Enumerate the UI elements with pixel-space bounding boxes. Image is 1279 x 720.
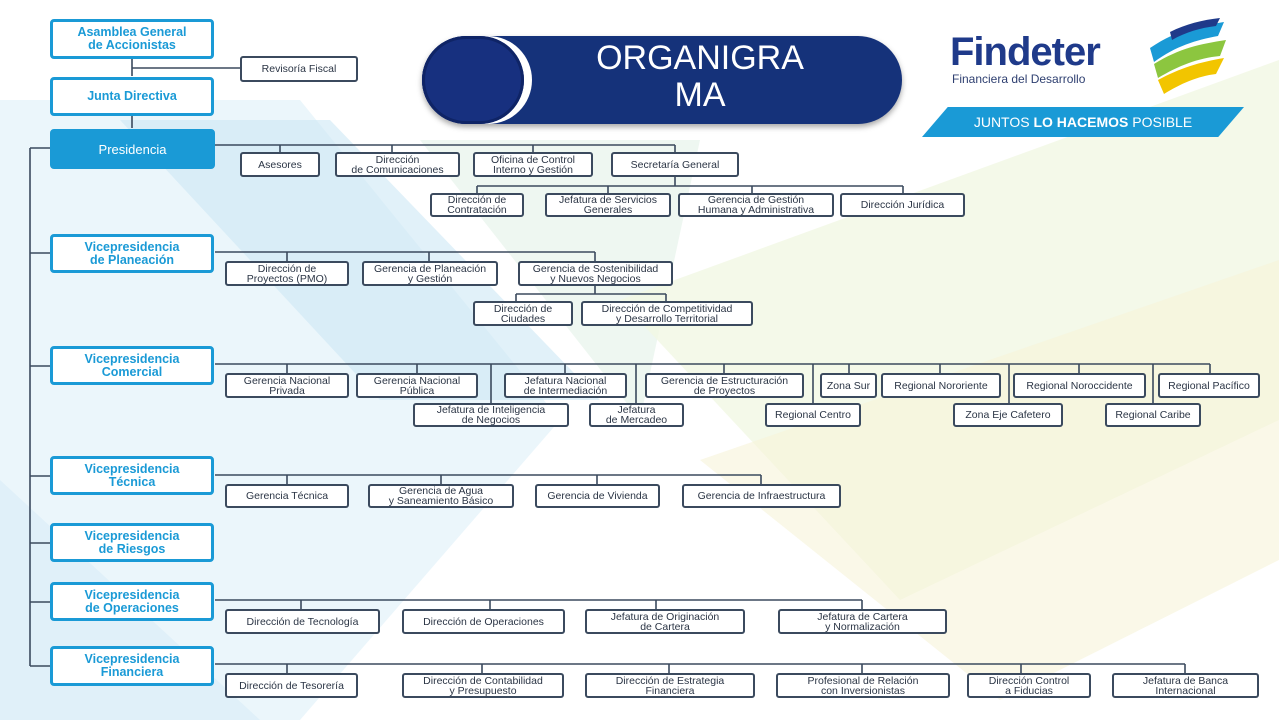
node-jefatura-originacion-cartera: Jefatura de Originación de Cartera: [585, 609, 745, 634]
node-regional-nororiente: Regional Nororiente: [881, 373, 1001, 398]
node-vp-riesgos: Vicepresidencia de Riesgos: [50, 523, 214, 562]
brand-logo-icon: [1150, 18, 1226, 94]
node-jefatura-banca-internacional: Jefatura de Banca Internacional: [1112, 673, 1259, 698]
node-regional-centro: Regional Centro: [765, 403, 861, 427]
node-gerencia-gestion-humana: Gerencia de Gestión Humana y Administrat…: [678, 193, 834, 217]
brand-logo-name: Findeter: [950, 30, 1101, 74]
node-direccion-juridica: Dirección Jurídica: [840, 193, 965, 217]
title-banner-cap: [422, 36, 524, 124]
node-gerencia-estructuracion-proyectos: Gerencia de Estructuración de Proyectos: [645, 373, 804, 398]
node-direccion-tesoreria: Dirección de Tesorería: [225, 673, 358, 698]
node-direccion-contabilidad: Dirección de Contabilidad y Presupuesto: [402, 673, 564, 698]
node-gerencia-nacional-privada: Gerencia Nacional Privada: [225, 373, 349, 398]
node-direccion-estrategia-financiera: Dirección de Estrategia Financiera: [585, 673, 755, 698]
node-direccion-ciudades: Dirección de Ciudades: [473, 301, 573, 326]
node-direccion-tecnologia: Dirección de Tecnología: [225, 609, 380, 634]
node-zona-sur: Zona Sur: [820, 373, 877, 398]
slogan-part-end: POSIBLE: [1128, 114, 1193, 130]
page-title: ORGANIGRA MA: [596, 39, 804, 114]
node-oficina-control-interno: Oficina de Control Interno y Gestión: [473, 152, 593, 177]
node-vp-operaciones: Vicepresidencia de Operaciones: [50, 582, 214, 621]
node-jefatura-nacional-intermediacion: Jefatura Nacional de Intermediación: [504, 373, 627, 398]
node-direccion-proyectos-pmo: Dirección de Proyectos (PMO): [225, 261, 349, 286]
node-asesores: Asesores: [240, 152, 320, 177]
node-revisoria-fiscal: Revisoría Fiscal: [240, 56, 358, 82]
node-regional-noroccidente: Regional Noroccidente: [1013, 373, 1146, 398]
brand-slogan: JUNTOS LO HACEMOS POSIBLE: [922, 107, 1244, 137]
node-gerencia-agua-saneamiento: Gerencia de Agua y Saneamiento Básico: [368, 484, 514, 508]
node-regional-pacifico: Regional Pacífico: [1158, 373, 1260, 398]
node-vp-tecnica: Vicepresidencia Técnica: [50, 456, 214, 495]
slogan-part-start: JUNTOS: [973, 114, 1034, 130]
node-gerencia-tecnica: Gerencia Técnica: [225, 484, 349, 508]
node-jefatura-inteligencia-negocios: Jefatura de Inteligencia de Negocios: [413, 403, 569, 427]
node-gerencia-nacional-publica: Gerencia Nacional Pública: [356, 373, 478, 398]
node-regional-caribe: Regional Caribe: [1105, 403, 1201, 427]
node-asamblea-general: Asamblea General de Accionistas: [50, 19, 214, 59]
node-direccion-competitividad: Dirección de Competitividad y Desarrollo…: [581, 301, 753, 326]
node-presidencia: Presidencia: [50, 129, 215, 169]
node-direccion-contratacion: Dirección de Contratación: [430, 193, 524, 217]
node-vp-comercial: Vicepresidencia Comercial: [50, 346, 214, 385]
node-direccion-operaciones: Dirección de Operaciones: [402, 609, 565, 634]
node-jefatura-servicios-generales: Jefatura de Servicios Generales: [545, 193, 671, 217]
node-direccion-control-fiducias: Dirección Control a Fiducias: [967, 673, 1091, 698]
node-jefatura-cartera-normalizacion: Jefatura de Cartera y Normalización: [778, 609, 947, 634]
node-jefatura-mercadeo: Jefatura de Mercadeo: [589, 403, 684, 427]
slogan-part-bold: LO HACEMOS: [1033, 114, 1129, 130]
node-direccion-comunicaciones: Dirección de Comunicaciones: [335, 152, 460, 177]
node-junta-directiva: Junta Directiva: [50, 77, 214, 116]
node-secretaria-general: Secretaría General: [611, 152, 739, 177]
node-vp-financiera: Vicepresidencia Financiera: [50, 646, 214, 686]
brand-logo-subtitle: Financiera del Desarrollo: [952, 72, 1086, 86]
node-profesional-relacion-inversionistas: Profesional de Relación con Inversionist…: [776, 673, 950, 698]
node-vp-planeacion: Vicepresidencia de Planeación: [50, 234, 214, 273]
node-gerencia-sostenibilidad: Gerencia de Sostenibilidad y Nuevos Nego…: [518, 261, 673, 286]
node-zona-eje-cafetero: Zona Eje Cafetero: [953, 403, 1063, 427]
node-gerencia-infraestructura: Gerencia de Infraestructura: [682, 484, 841, 508]
node-gerencia-planeacion-gestion: Gerencia de Planeación y Gestión: [362, 261, 498, 286]
node-gerencia-vivienda: Gerencia de Vivienda: [535, 484, 660, 508]
